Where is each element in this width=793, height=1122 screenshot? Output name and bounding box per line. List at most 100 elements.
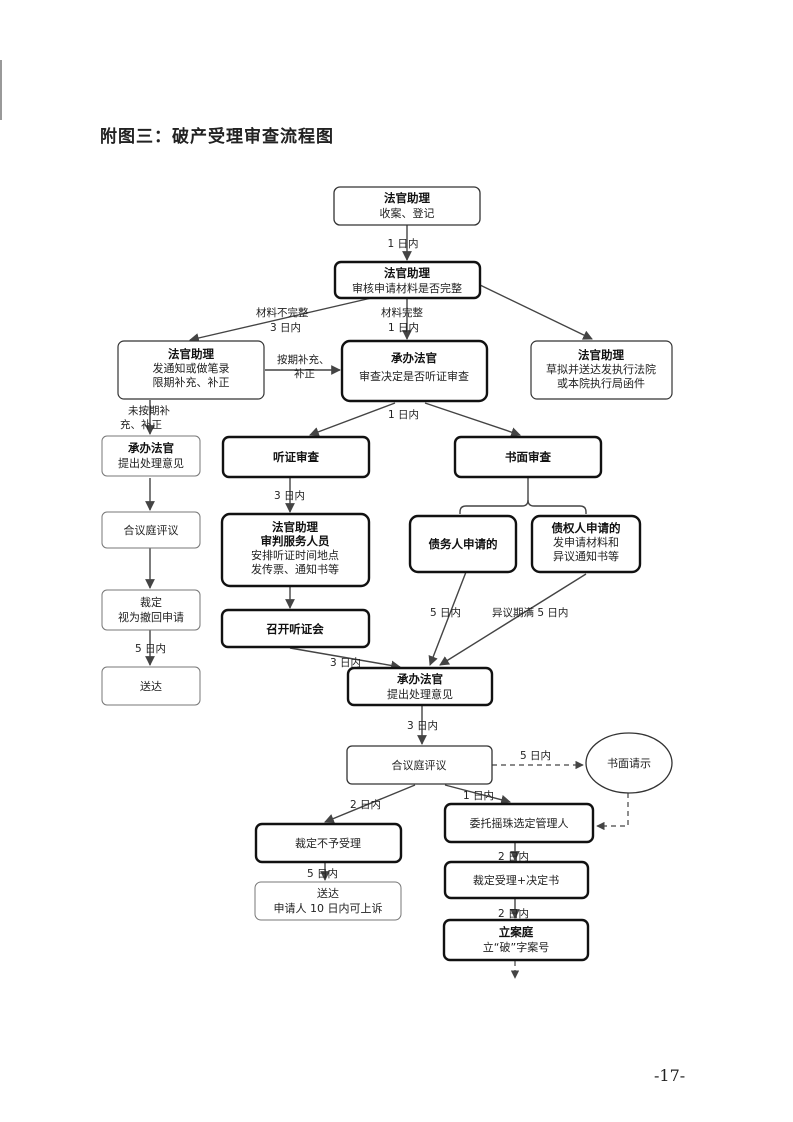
node-n20: 委托摇珠选定管理人 <box>443 802 595 844</box>
edge-label: 2 日内 <box>498 850 529 863</box>
node-role: 承办法官 <box>396 672 443 686</box>
node-text: 草拟并送达发执行法院 <box>546 362 656 376</box>
edge-label: 材料不完整 <box>256 306 309 319</box>
node-role: 法官助理 <box>384 266 430 280</box>
node-role: 法官助理 <box>384 191 430 205</box>
edge-label: 5 日内 <box>520 749 551 762</box>
edge-n4-n10 <box>309 402 396 437</box>
edge-n13-n16 <box>289 647 401 671</box>
node-role: 法官助理 <box>168 347 214 361</box>
node-text: 提出处理意见 <box>118 456 184 470</box>
node-text: 合议庭评议 <box>124 523 179 537</box>
node-n13: 召开听证会 <box>220 608 371 649</box>
connectors <box>145 225 629 979</box>
page-title: 附图三：破产受理审查流程图 <box>100 127 334 147</box>
node-role: 法官助理 <box>578 348 624 362</box>
node-n16: 承办法官 提出处理意见 <box>346 666 494 707</box>
node-text: 异议通知书等 <box>553 549 619 563</box>
node-text: 书面审查 <box>505 450 551 464</box>
node-text: 提出处理意见 <box>387 687 453 701</box>
node-text: 送达 <box>140 679 162 693</box>
node-n22: 裁定受理+决定书 <box>443 860 590 900</box>
node-text: 或本院执行局函件 <box>557 376 645 390</box>
edge-label: 1 日内 <box>463 789 494 802</box>
node-text: 限期补充、补正 <box>153 375 230 389</box>
page-number: -17- <box>654 1066 686 1085</box>
node-text: 发通知或做笔录 <box>153 361 230 375</box>
node-text: 审查决定是否听证审查 <box>359 369 469 383</box>
edge-label: 未按期补 <box>128 404 170 417</box>
node-n8: 裁定 视为撤回申请 <box>101 589 201 631</box>
edge-n17-n20 <box>444 784 511 805</box>
edge-n11-n14 <box>459 478 529 514</box>
node-text: 发申请材料和 <box>553 535 619 549</box>
node-text: 召开听证会 <box>266 622 324 636</box>
node-text: 委托摇珠选定管理人 <box>470 816 569 830</box>
edge-n17-n19 <box>324 784 416 824</box>
node-n11: 书面审查 <box>453 435 603 479</box>
edge-n11-n15 <box>527 499 587 514</box>
edge-label: 3 日内 <box>330 656 361 669</box>
edge-label: 材料完整 <box>381 306 423 319</box>
node-role: 承办法官 <box>390 351 437 365</box>
edge-n4-n11 <box>424 402 521 437</box>
node-n15: 债权人申请的 发申请材料和 异议通知书等 <box>530 514 642 574</box>
node-text: 审核申请材料是否完整 <box>352 281 462 295</box>
edge-label: 1 日内 <box>388 408 419 421</box>
node-text: 送达 <box>317 886 339 900</box>
edge-label: 5 日内 <box>307 867 338 880</box>
edge-label: 补正 <box>294 367 315 380</box>
node-n3: 法官助理 发通知或做笔录 限期补充、补正 <box>117 340 265 400</box>
node-text: 收案、登记 <box>380 206 435 220</box>
edge-label: 5 日内 <box>135 642 166 655</box>
node-n7: 合议庭评议 <box>101 511 201 549</box>
edge-n15-n16 <box>439 573 587 666</box>
node-text: 裁定受理+决定书 <box>473 873 559 887</box>
node-text: 审判服务人员 <box>261 534 330 548</box>
node-n23: 立案庭 立“破”字案号 <box>442 918 590 962</box>
node-role: 裁定 <box>140 595 162 609</box>
node-role: 承办法官 <box>127 441 174 455</box>
edge-label: 3 日内 <box>274 489 305 502</box>
edge-label: 2 日内 <box>498 907 529 920</box>
edge-n2-n5 <box>479 284 593 340</box>
node-n4: 承办法官 审查决定是否听证审查 <box>340 339 489 403</box>
edge-label: 3 日内 <box>407 719 438 732</box>
edge-n2-n3 <box>189 295 381 343</box>
node-n18: 书面请示 <box>585 732 673 794</box>
node-n14: 债务人申请的 <box>408 514 518 574</box>
node-text: 听证审查 <box>273 450 319 464</box>
node-text: 安排听证时间地点 <box>251 548 339 562</box>
node-text: 视为撤回申请 <box>118 610 184 624</box>
node-n6: 承办法官 提出处理意见 <box>101 435 201 477</box>
edge-label: 充、补正 <box>120 418 162 431</box>
edge-n14-n16 <box>428 571 467 666</box>
node-text: 债务人申请的 <box>429 537 498 551</box>
node-text: 申请人 10 日内可上诉 <box>274 901 383 915</box>
node-text: 合议庭评议 <box>392 758 447 772</box>
node-text: 裁定不予受理 <box>295 836 361 850</box>
edge-n18-n20 <box>596 793 629 831</box>
node-n2: 法官助理 审核申请材料是否完整 <box>333 260 482 300</box>
node-n9: 送达 <box>101 666 201 706</box>
node-text: 书面请示 <box>607 757 651 770</box>
scan-edge-mark <box>0 60 2 120</box>
edge-labels: 1 日内 材料不完整 3 日内 材料完整 1 日内 按期补充、 补正 未按期补 … <box>120 237 568 920</box>
node-text: 立“破”字案号 <box>483 940 549 954</box>
node-n19: 裁定不予受理 <box>254 822 403 864</box>
edge-label: 1 日内 <box>387 237 418 250</box>
node-text: 债权人申请的 <box>552 521 621 535</box>
node-n5: 法官助理 草拟并送达发执行法院 或本院执行局函件 <box>530 340 673 400</box>
edge-label: 5 日内 <box>430 606 461 619</box>
node-n1: 法官助理 收案、登记 <box>333 186 481 226</box>
edge-label: 3 日内 <box>270 321 301 334</box>
node-n21: 送达 申请人 10 日内可上诉 <box>254 881 402 921</box>
edge-label: 1 日内 <box>388 321 419 334</box>
edge-label: 2 日内 <box>350 798 381 811</box>
edge-label: 按期补充、 <box>277 353 330 366</box>
node-role: 立案庭 <box>499 925 534 939</box>
node-n12: 法官助理 审判服务人员 安排听证时间地点 发传票、通知书等 <box>220 512 371 588</box>
node-role: 法官助理 <box>272 520 318 534</box>
node-n10: 听证审查 <box>221 435 371 479</box>
